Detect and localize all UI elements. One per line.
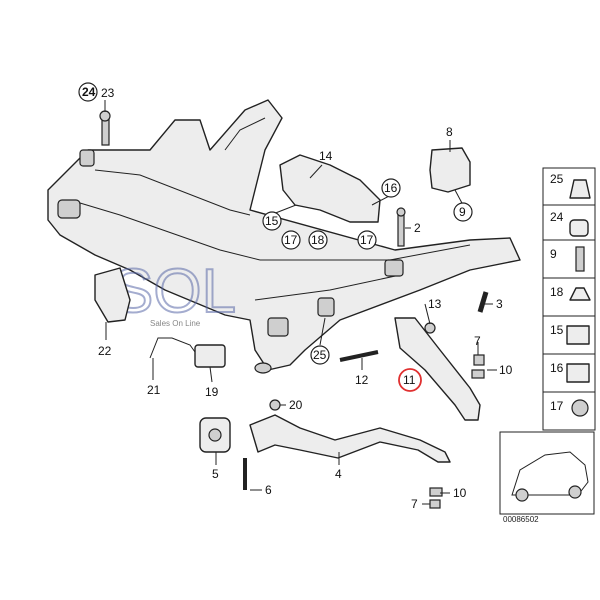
bolt-part-12	[339, 350, 379, 362]
label-22: 22	[98, 344, 112, 358]
legend-clip-15-icon	[566, 325, 590, 345]
diagram-number: 00086502	[503, 515, 539, 524]
fastener-legend-sidebar: 25 24 9 18 15 16 17	[542, 167, 596, 431]
watermark-tagline: Sales On Line	[150, 319, 201, 328]
label-3: 3	[496, 297, 503, 311]
legend-num-24: 24	[550, 210, 564, 224]
legend-num-18: 18	[550, 285, 564, 299]
nut-part-13	[424, 322, 436, 334]
label-10-upper: 10	[499, 363, 513, 377]
label-21: 21	[147, 383, 161, 397]
car-location-thumbnail: 00086502	[499, 431, 595, 524]
washer-part-7b	[429, 499, 441, 509]
label-19: 19	[205, 385, 219, 399]
label-23: 23	[101, 86, 115, 100]
legend-num-25: 25	[550, 172, 564, 186]
label-8: 8	[446, 125, 453, 139]
washer-part-7a	[473, 354, 485, 366]
leader-lines	[104, 100, 497, 505]
highlight-circle-11	[398, 368, 422, 392]
nut-part-10a	[471, 369, 485, 379]
callout-labels: 24 23 14 8 16 9 15 17 18 17 2 3 13 22 7 …	[78, 82, 513, 511]
label-9: 9	[459, 205, 466, 219]
bolt-part-2	[396, 207, 406, 247]
label-17-top: 17	[284, 233, 298, 247]
label-18: 18	[311, 233, 325, 247]
legend-num-15: 15	[550, 323, 564, 337]
clamp-part-21	[149, 337, 196, 359]
bracket-part-14	[279, 154, 381, 223]
watermark-logo: SOL	[112, 257, 236, 326]
label-12: 12	[355, 373, 369, 387]
legend-bushing-24-icon	[569, 219, 589, 237]
block-part-19	[194, 344, 226, 368]
label-6: 6	[265, 483, 272, 497]
legend-nut-18-icon	[569, 287, 591, 301]
legend-screw-17-icon	[571, 399, 589, 417]
label-4: 4	[335, 467, 342, 481]
label-16: 16	[384, 181, 398, 195]
label-25: 25	[313, 348, 327, 362]
label-20: 20	[289, 398, 303, 412]
control-arm-part-4	[249, 414, 451, 463]
legend-bushing-25-icon	[569, 179, 591, 199]
legend-num-16: 16	[550, 361, 564, 375]
legend-num-17: 17	[550, 399, 564, 413]
nut-part-10b	[429, 487, 443, 497]
label-13: 13	[428, 297, 442, 311]
label-17-right: 17	[360, 233, 374, 247]
label-7-upper: 7	[474, 334, 481, 348]
label-24: 24	[82, 85, 96, 99]
label-2: 2	[414, 221, 421, 235]
label-11: 11	[403, 373, 416, 387]
legend-bolt-9-icon	[575, 246, 585, 272]
watermark: SOL Sales On Line	[111, 256, 237, 328]
label-15: 15	[265, 214, 279, 228]
bracket-part-22	[94, 267, 131, 323]
label-14: 14	[319, 149, 333, 163]
legend-clip-16-icon	[566, 363, 590, 383]
mount-part-8	[429, 147, 471, 193]
label-10-lower: 10	[453, 486, 467, 500]
legend-num-9: 9	[550, 247, 557, 261]
bolt-part-23	[99, 110, 111, 146]
bolt-part-3	[477, 291, 489, 313]
nut-part-20	[269, 399, 281, 411]
control-arm-part-11	[394, 317, 481, 421]
label-7-lower: 7	[411, 497, 418, 511]
label-5: 5	[212, 467, 219, 481]
bushing-part-5	[199, 417, 231, 453]
